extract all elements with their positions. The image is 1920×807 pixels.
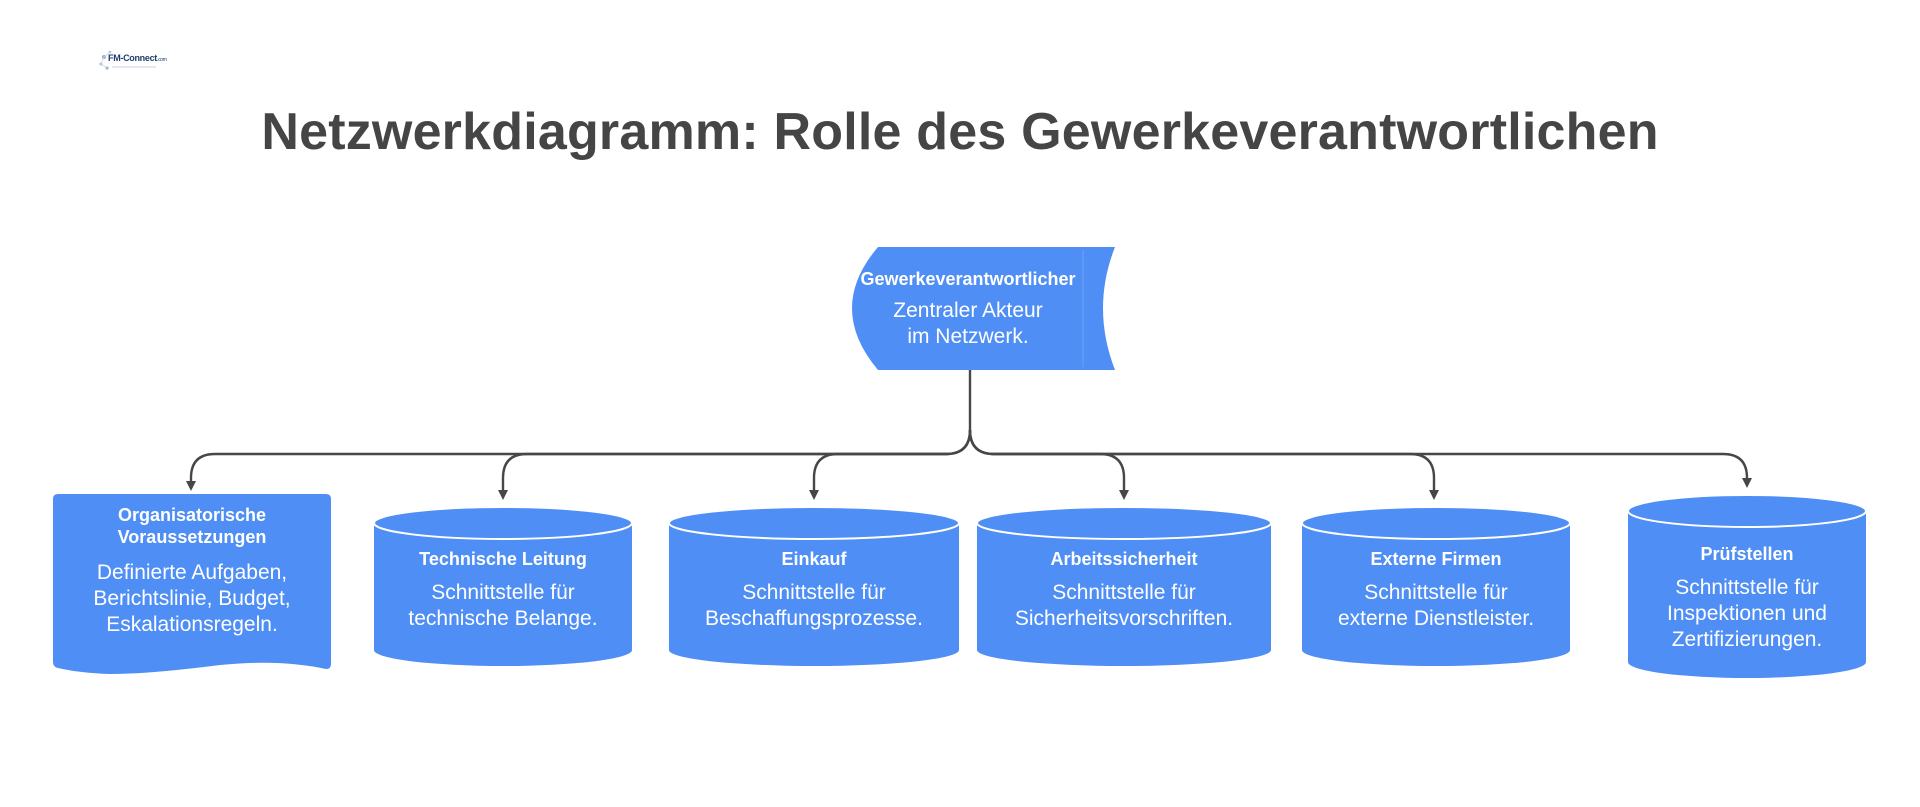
node-text-line: Eskalationsregeln.	[106, 613, 278, 636]
cylinder-externe-firmen	[1301, 506, 1571, 666]
node-einkauf: Einkauf Schnittstelle für Beschaffungspr…	[671, 548, 957, 648]
node-title-line: Voraussetzungen	[117, 527, 267, 547]
node-arbeitssicherheit: Arbeitssicherheit Schnittstelle für Sich…	[979, 548, 1269, 648]
organisatorische-node-shape	[53, 494, 331, 674]
logo-text: FM-Connect.com	[108, 53, 167, 63]
page-title: Netzwerkdiagramm: Rolle des Gewerkeveran…	[261, 103, 1659, 161]
connector-to-externe-firmen	[968, 429, 1439, 500]
node-title: Arbeitssicherheit	[1050, 549, 1198, 569]
center-text-line: im Netzwerk.	[907, 325, 1029, 348]
node-organisatorische-voraussetzungen: Organisatorische Voraussetzungen Definie…	[56, 504, 328, 654]
cylinder-einkauf	[668, 506, 960, 666]
connector-to-einkauf	[809, 429, 972, 500]
node-text: Definierte Aufgaben, Berichtslinie, Budg…	[93, 560, 290, 638]
logo: FM-Connect.com	[98, 48, 167, 74]
cylinder-technische-leitung	[373, 506, 633, 666]
node-text-line: externe Dienstleister.	[1337, 607, 1535, 630]
node-title: Organisatorische Voraussetzungen	[118, 504, 267, 548]
node-title: Prüfstellen	[1700, 544, 1794, 564]
node-text-line: Schnittstelle für	[1364, 581, 1508, 604]
node-text-line: Beschaffungsprozesse.	[705, 607, 923, 630]
center-node-text: Zentraler Akteur im Netzwerk.	[893, 298, 1042, 350]
center-node-shape	[852, 247, 1115, 370]
node-text-line: Inspektionen und	[1667, 602, 1827, 625]
cylinder-pruefstellen	[1627, 494, 1867, 678]
node-title-line: Organisatorische	[117, 505, 267, 525]
connector-to-arbeitssicherheit	[968, 429, 1129, 500]
center-node: Gewerkeverantwortlicher Zentraler Akteur…	[848, 250, 1088, 368]
node-text: Schnittstelle für Inspektionen und Zerti…	[1667, 575, 1827, 653]
node-pruefstellen: Prüfstellen Schnittstelle für Inspektion…	[1630, 543, 1864, 663]
node-text-line: Schnittstelle für	[1675, 576, 1819, 599]
node-title: Technische Leitung	[419, 549, 587, 569]
node-title: Externe Firmen	[1370, 549, 1502, 569]
node-technische-leitung: Technische Leitung Schnittstelle für tec…	[376, 548, 630, 648]
node-text-line: technische Belange.	[408, 607, 598, 630]
node-externe-firmen: Externe Firmen Schnittstelle für externe…	[1304, 548, 1568, 648]
node-text-line: Schnittstelle für	[742, 581, 886, 604]
logo-graphic	[99, 50, 156, 70]
node-text: Schnittstelle für externe Dienstleister.	[1338, 580, 1534, 632]
node-text: Schnittstelle für Sicherheitsvorschrifte…	[1015, 580, 1233, 632]
node-title: Einkauf	[781, 549, 847, 569]
node-text-line: Schnittstelle für	[431, 581, 575, 604]
cylinder-arbeitssicherheit	[976, 506, 1272, 666]
center-node-title: Gewerkeverantwortlicher	[860, 269, 1076, 289]
connector-to-organisatorische	[186, 429, 972, 491]
connector-to-pruefstellen	[968, 429, 1752, 488]
node-text: Schnittstelle für technische Belange.	[408, 580, 597, 632]
node-text-line: Zertifizierungen.	[1671, 628, 1823, 651]
center-text-line: Zentraler Akteur	[893, 299, 1043, 322]
node-text-line: Schnittstelle für	[1052, 581, 1196, 604]
node-text-line: Berichtslinie, Budget,	[93, 587, 291, 610]
connectors	[186, 370, 1752, 500]
node-text-line: Sicherheitsvorschriften.	[1014, 607, 1234, 630]
node-text-line: Definierte Aufgaben,	[96, 561, 288, 584]
node-text: Schnittstelle für Beschaffungsprozesse.	[705, 580, 923, 632]
connector-to-technische-leitung	[498, 429, 972, 500]
